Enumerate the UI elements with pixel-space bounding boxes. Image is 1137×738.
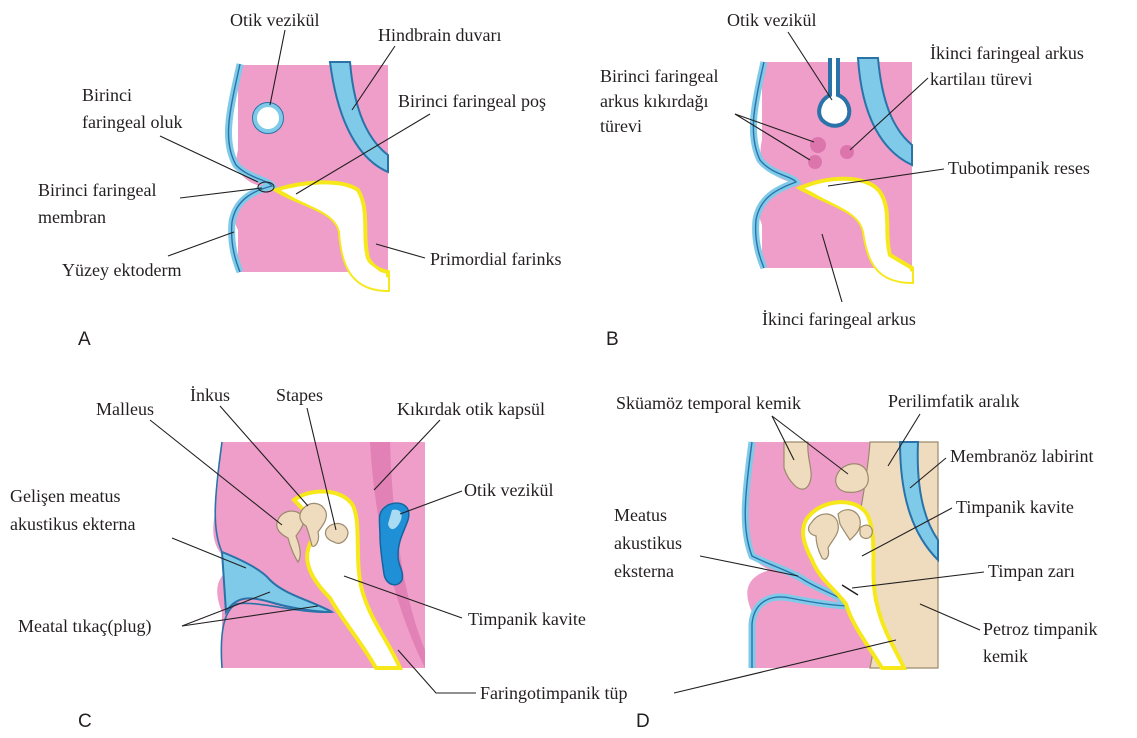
label-c-cartilage-otic-capsule: Kıkırdak otik kapsül <box>397 399 545 419</box>
label-b-tubotympanic-recess: Tubotimpanik reses <box>948 158 1090 178</box>
label-c-tympanic-cavity: Timpanik kavite <box>468 609 586 629</box>
label-d-external-meatus-3: eksterna <box>614 561 674 581</box>
panel-d <box>743 442 938 668</box>
label-c-developing-meatus-1: Gelişen meatus <box>10 486 120 506</box>
label-a-first-pouch: Birinci faringeal poş <box>398 91 546 111</box>
label-a-hindbrain-wall: Hindbrain duvarı <box>378 25 501 45</box>
label-c-incus: İnkus <box>190 385 230 405</box>
label-d-petrous-temporal-1: Petroz timpanik <box>983 619 1097 639</box>
panel-b <box>753 58 912 282</box>
label-b-first-arch-cartilage-1: Birinci faringeal <box>600 66 718 86</box>
panel-b-cartilage-3 <box>840 145 854 159</box>
label-a-first-membrane-1: Birinci faringeal <box>38 180 156 200</box>
label-c-stapes: Stapes <box>276 385 323 405</box>
panel-d-letter: D <box>636 711 650 732</box>
label-pharyngotympanic-tube: Faringotimpanik tüp <box>480 683 628 703</box>
label-c-meatal-plug: Meatal tıkaç(plug) <box>18 616 151 637</box>
label-b-second-arch: İkinci faringeal arkus <box>762 309 916 329</box>
label-d-petrous-temporal-2: kemik <box>983 646 1028 666</box>
panel-a-letter: A <box>78 329 91 350</box>
label-b-first-arch-cartilage-2: arkus kıkırdağı <box>600 91 708 111</box>
panel-b-cartilage-1 <box>810 137 826 153</box>
label-a-surface-ectoderm: Yüzey ektoderm <box>62 260 181 280</box>
label-a-first-groove-2: faringeal oluk <box>82 112 182 132</box>
panel-a <box>228 62 388 290</box>
label-a-otic-vesicle: Otik vezikül <box>230 10 319 30</box>
label-d-squamous-temporal: Sküamöz temporal kemik <box>616 393 801 413</box>
panel-d-ossicle-3 <box>860 525 872 538</box>
label-d-external-meatus-2: akustikus <box>614 533 682 553</box>
label-a-primordial-pharynx: Primordial farinks <box>430 249 561 269</box>
panel-b-letter: B <box>606 329 619 350</box>
label-c-malleus: Malleus <box>96 399 154 419</box>
label-d-membranous-labyrinth: Membranöz labirint <box>950 446 1093 466</box>
label-d-perilymphatic-space: Perilimfatik aralık <box>888 391 1019 411</box>
label-b-otic-vesicle: Otik vezikül <box>727 10 816 30</box>
label-d-tympanic-cavity: Timpanik kavite <box>956 497 1074 517</box>
label-c-developing-meatus-2: akustikus ekterna <box>10 514 135 534</box>
label-a-first-membrane-2: membran <box>38 207 106 227</box>
label-d-external-meatus-1: Meatus <box>614 505 667 525</box>
label-b-second-arch-cartilage-1: İkinci faringeal arkus <box>930 43 1084 63</box>
label-c-otic-vesicle: Otik vezikül <box>464 480 553 500</box>
panel-c <box>213 442 425 668</box>
label-b-first-arch-cartilage-3: türevi <box>600 116 642 136</box>
panel-c-letter: C <box>78 711 92 732</box>
label-b-second-arch-cartilage-2: kartilaıı türevi <box>930 69 1032 89</box>
panel-b-cartilage-2 <box>808 155 822 169</box>
label-a-first-groove-1: Birinci <box>82 85 132 105</box>
label-d-tympanic-membrane: Timpan zarı <box>988 561 1075 581</box>
